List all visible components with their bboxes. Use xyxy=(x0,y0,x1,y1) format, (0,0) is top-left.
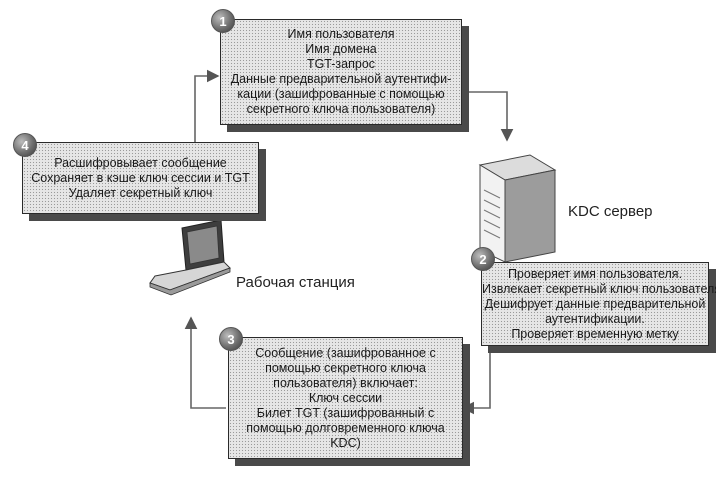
arrow-step3-to-workstation xyxy=(184,316,226,409)
step-4-line: Удаляет секретный ключ xyxy=(68,185,213,200)
arrow-step1-to-server xyxy=(462,91,514,142)
step-4-box: Расшифровывает сообщение Сохраняет в кэш… xyxy=(22,142,259,214)
step-2-badge: 2 xyxy=(471,247,495,271)
step-1-line: TGT-запрос xyxy=(306,57,376,71)
step-3-line: помощью долговременного ключа xyxy=(246,420,445,435)
step-3-box: Сообщение (зашифрованное с помощью секре… xyxy=(228,337,463,459)
step-2-line: аутентификации. xyxy=(545,311,645,326)
workstation-label: Рабочая станция xyxy=(236,274,355,291)
step-1-line: кации (зашифрованные с помощью xyxy=(237,87,445,101)
step-1-line: Данные предварительной аутентифи- xyxy=(230,72,452,86)
step-3-line: помощью секретного ключа xyxy=(265,360,426,375)
step-1-line: Имя домена xyxy=(305,42,377,56)
server-icon xyxy=(478,154,557,263)
step-2-line: Проверяет временную метку xyxy=(511,326,679,341)
step-3-line: Сообщение (зашифрованное с xyxy=(255,345,436,360)
step-1-badge: 1 xyxy=(211,9,235,33)
step-2-line: Извлекает секретный ключ пользователя. xyxy=(482,281,716,296)
arrow-step2-to-step3 xyxy=(461,349,491,415)
laptop-icon xyxy=(149,219,231,296)
step-3-line: KDC) xyxy=(330,435,361,450)
step-2-line: Проверяет имя пользователя. xyxy=(507,266,683,281)
step-2-box: Проверяет имя пользователя. Извлекает се… xyxy=(481,262,716,346)
kdc-server-label: KDC сервер xyxy=(568,203,653,220)
step-2-line: Дешифрует данные предварительной xyxy=(484,296,706,311)
step-1-line: секретного ключа пользователя) xyxy=(246,102,436,116)
step-4-badge: 4 xyxy=(13,133,37,157)
arrow-workstation-to-step1 xyxy=(194,69,220,155)
step-3-badge: 3 xyxy=(219,327,243,351)
step-4-line: Расшифровывает сообщение xyxy=(54,155,227,170)
step-1-box: Имя пользователя Имя домена TGT-запрос Д… xyxy=(220,19,462,125)
step-4-line: Сохраняет в кэше ключ сессии и TGT xyxy=(31,170,250,185)
step-1-line: Имя пользователя xyxy=(287,27,395,41)
step-3-line: Билет TGT (зашифрованный с xyxy=(256,405,435,420)
step-3-line: Ключ сессии xyxy=(308,390,383,405)
step-3-line: пользователя) включает: xyxy=(273,375,418,390)
